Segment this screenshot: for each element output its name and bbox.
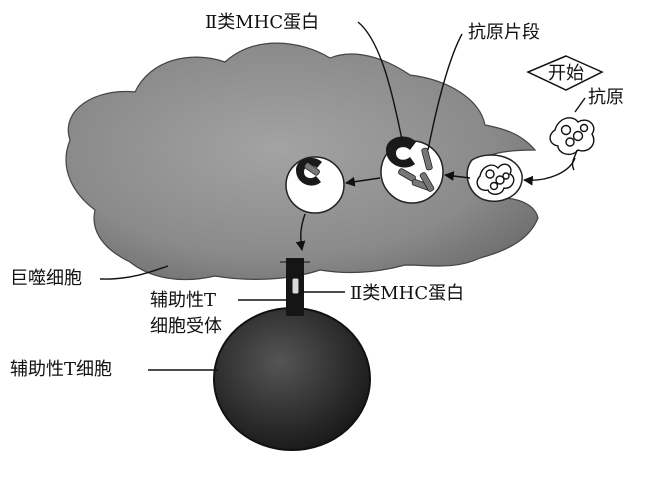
leader-antigen	[575, 98, 585, 112]
label-antigen: 抗原	[588, 87, 624, 108]
mhc-surface-complex-icon	[292, 278, 299, 294]
label-mhc-top: Ⅱ类MHC蛋白	[205, 12, 319, 33]
arrow-antigen-to-vesicle	[524, 158, 575, 180]
label-receptor-line1: 辅助性T	[150, 290, 216, 311]
label-helper-t-cell: 辅助性T细胞	[10, 359, 112, 380]
antigen-icon	[550, 118, 594, 170]
start-label: 开始	[548, 63, 584, 84]
label-receptor-line2: 细胞受体	[150, 316, 222, 337]
helper-t-cell	[214, 308, 370, 450]
label-antigen-fragment: 抗原片段	[468, 22, 540, 43]
label-mhc-bottom: Ⅱ类MHC蛋白	[350, 283, 464, 304]
label-macrophage: 巨噬细胞	[10, 268, 82, 289]
